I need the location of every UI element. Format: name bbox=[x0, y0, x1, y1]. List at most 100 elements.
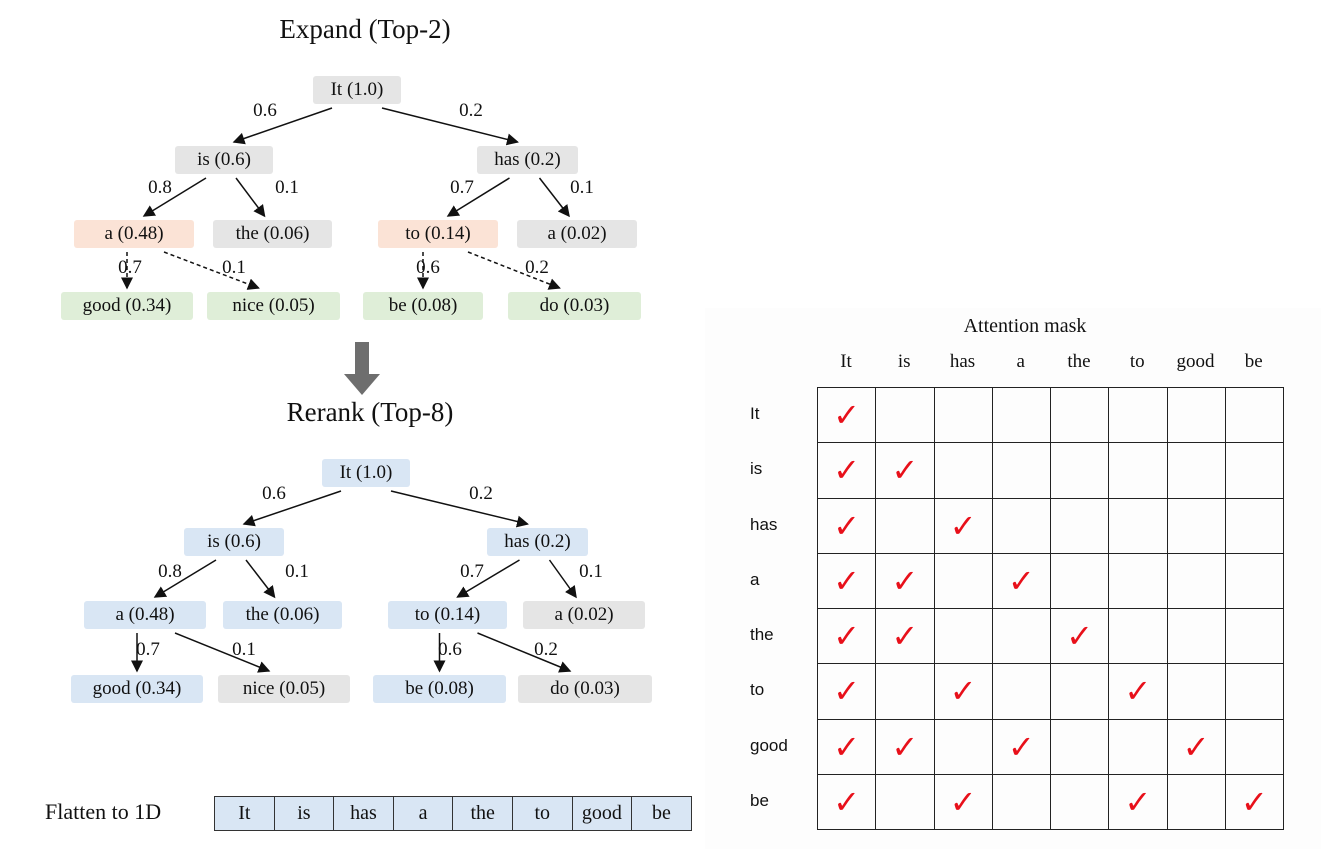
mask-cell-empty bbox=[934, 609, 993, 665]
rerank-node: the (0.06) bbox=[223, 601, 342, 629]
mask-cell-empty bbox=[992, 664, 1051, 720]
attention-mask-title: Attention mask bbox=[963, 315, 1087, 337]
flattened-token: has bbox=[333, 797, 393, 830]
mask-cell-checked: ✓ bbox=[818, 719, 877, 775]
mask-cell-checked: ✓ bbox=[992, 719, 1051, 775]
expand-edge-arrow bbox=[446, 177, 510, 217]
flattened-token: the bbox=[452, 797, 512, 830]
rerank-edge-arrow bbox=[390, 490, 529, 528]
expand-edge-probability: 0.6 bbox=[416, 257, 440, 278]
expand-edge-arrow bbox=[538, 177, 570, 218]
check-icon: ✓ bbox=[891, 451, 919, 490]
expand-edge-arrow bbox=[381, 107, 519, 146]
mask-cell-checked: ✓ bbox=[818, 664, 877, 720]
rerank-edge-probability: 0.1 bbox=[579, 561, 603, 582]
mask-cell-empty bbox=[1051, 498, 1110, 554]
mask-cell-empty bbox=[992, 498, 1051, 554]
mask-cell-empty bbox=[1109, 609, 1168, 665]
mask-row-header: a bbox=[750, 569, 760, 589]
mask-cell-empty bbox=[1167, 553, 1226, 609]
mask-cell-checked: ✓ bbox=[818, 609, 877, 665]
rerank-edge-arrow bbox=[548, 559, 577, 599]
expand-edge-arrow bbox=[235, 177, 266, 218]
mask-cell-empty bbox=[934, 443, 993, 499]
rerank-title: Rerank (Top-8) bbox=[286, 397, 454, 427]
check-icon: ✓ bbox=[891, 561, 919, 600]
mask-cell-empty bbox=[876, 774, 935, 830]
flattened-token: is bbox=[273, 797, 334, 830]
mask-cell-empty bbox=[1109, 388, 1168, 444]
expand-edge-probability: 0.7 bbox=[118, 257, 142, 278]
rerank-node: nice (0.05) bbox=[218, 675, 350, 703]
check-icon: ✓ bbox=[949, 782, 977, 821]
mask-row-header: the bbox=[750, 625, 774, 644]
mask-cell-checked: ✓ bbox=[876, 443, 935, 499]
check-icon: ✓ bbox=[833, 561, 861, 600]
expand-node: be (0.08) bbox=[363, 292, 483, 320]
expand-node: has (0.2) bbox=[477, 146, 578, 174]
expand-edge-probability: 0.7 bbox=[450, 177, 474, 198]
rerank-edge-probability: 0.7 bbox=[136, 639, 160, 660]
mask-cell-empty bbox=[1051, 388, 1110, 444]
check-icon: ✓ bbox=[833, 672, 861, 711]
expand-edge-arrow bbox=[163, 251, 260, 290]
flattened-token: It bbox=[215, 797, 274, 830]
expand-node: to (0.14) bbox=[378, 220, 498, 248]
mask-cell-empty bbox=[1167, 388, 1226, 444]
mask-cell-checked: ✓ bbox=[876, 553, 935, 609]
rerank-edge-arrow bbox=[153, 559, 217, 598]
rerank-node: do (0.03) bbox=[518, 675, 652, 703]
rerank-edge-probability: 0.7 bbox=[460, 561, 484, 582]
mask-cell-empty bbox=[934, 553, 993, 609]
mask-column-header: a bbox=[1016, 351, 1025, 372]
flattened-token: to bbox=[511, 797, 572, 830]
check-icon: ✓ bbox=[1007, 727, 1035, 766]
expand-edge-probability: 0.8 bbox=[148, 177, 172, 198]
check-icon: ✓ bbox=[891, 617, 919, 656]
mask-cell-empty bbox=[1051, 664, 1110, 720]
expand-node: is (0.6) bbox=[175, 146, 273, 174]
mask-cell-checked: ✓ bbox=[876, 609, 935, 665]
mask-cell-empty bbox=[1225, 443, 1284, 499]
check-icon: ✓ bbox=[833, 727, 861, 766]
check-icon: ✓ bbox=[1182, 727, 1210, 766]
mask-cell-empty bbox=[934, 719, 993, 775]
mask-cell-empty bbox=[1109, 719, 1168, 775]
rerank-edge-probability: 0.6 bbox=[438, 639, 462, 660]
expand-edge-probability: 0.6 bbox=[253, 100, 277, 121]
mask-cell-checked: ✓ bbox=[818, 553, 877, 609]
mask-cell-empty bbox=[1225, 388, 1284, 444]
rerank-edge-arrow bbox=[245, 559, 276, 599]
expand-edge-arrow bbox=[142, 177, 207, 217]
rerank-node: a (0.48) bbox=[84, 601, 206, 629]
check-icon: ✓ bbox=[833, 506, 861, 545]
rerank-edge-probability: 0.8 bbox=[158, 561, 182, 582]
mask-cell-empty bbox=[1167, 774, 1226, 830]
expand-edge-probability: 0.1 bbox=[275, 177, 299, 198]
mask-cell-empty bbox=[1051, 774, 1110, 830]
mask-row-header: has bbox=[750, 514, 778, 534]
mask-cell-checked: ✓ bbox=[934, 498, 993, 554]
mask-cell-empty bbox=[1051, 553, 1110, 609]
check-icon: ✓ bbox=[891, 727, 919, 766]
mask-cell-empty bbox=[876, 498, 935, 554]
mask-column-header: good bbox=[1176, 351, 1215, 372]
rerank-node: good (0.34) bbox=[71, 675, 203, 703]
rerank-node: has (0.2) bbox=[487, 528, 588, 556]
expand-to-rerank-arrow-icon bbox=[344, 342, 380, 395]
mask-cell-empty bbox=[1225, 664, 1284, 720]
check-icon: ✓ bbox=[1066, 617, 1094, 656]
expand-edge-arrow bbox=[232, 107, 333, 145]
expand-node: the (0.06) bbox=[213, 220, 332, 248]
expand-edge-arrow bbox=[467, 251, 561, 290]
mask-cell-empty bbox=[1051, 443, 1110, 499]
rerank-edge-probability: 0.1 bbox=[285, 561, 309, 582]
mask-cell-empty bbox=[1167, 443, 1226, 499]
mask-cell-empty bbox=[934, 388, 993, 444]
mask-cell-checked: ✓ bbox=[876, 719, 935, 775]
mask-cell-empty bbox=[1167, 664, 1226, 720]
rerank-edge-probability: 0.2 bbox=[469, 483, 493, 504]
flattened-token: be bbox=[631, 797, 691, 830]
